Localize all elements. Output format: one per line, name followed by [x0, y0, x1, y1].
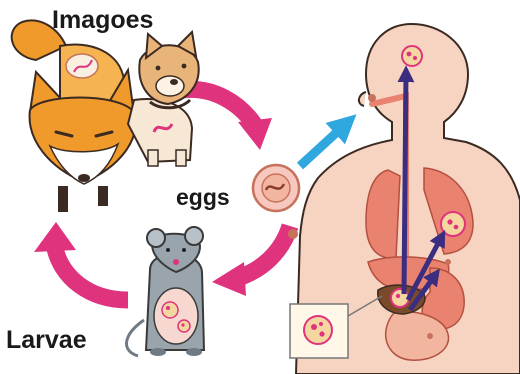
fox-icon	[12, 20, 136, 212]
imagoes-label: Imagoes	[52, 6, 153, 35]
rodent-icon	[127, 227, 204, 356]
eggs-label: eggs	[176, 184, 230, 211]
small-egg-icon	[288, 229, 298, 239]
dog-icon	[128, 32, 199, 166]
larvae-label: Larvae	[6, 326, 87, 355]
migration-arrow-brain	[404, 72, 406, 294]
